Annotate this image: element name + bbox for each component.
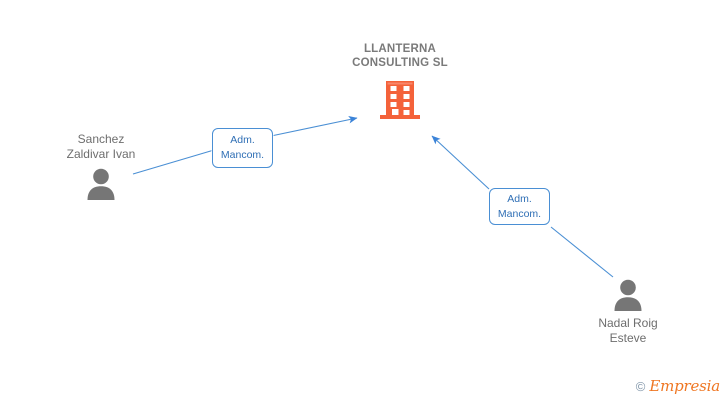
person-node-nadal-roig-esteve[interactable]: Nadal Roig Esteve — [553, 278, 703, 346]
person-node-sanchez-zaldivar-ivan[interactable]: Sanchez Zaldivar Ivan — [26, 132, 176, 200]
person-name: Sanchez Zaldivar Ivan — [66, 132, 136, 161]
brand-name: Empresia — [649, 377, 720, 395]
copyright-icon: © — [635, 378, 646, 394]
edge-sanchez-to-company — [132, 116, 358, 175]
person-name: Nadal Roig Esteve — [598, 316, 658, 345]
company-node[interactable]: LLANTERNA CONSULTING SL — [320, 42, 480, 121]
building-icon — [378, 79, 422, 121]
edge-nadal-to-company — [431, 135, 614, 278]
company-title: LLANTERNA CONSULTING SL — [352, 43, 448, 69]
relation-label-sanchez[interactable]: Adm. Mancom. — [212, 128, 273, 168]
watermark: © Empresia — [636, 377, 720, 395]
relation-label-nadal[interactable]: Adm. Mancom. — [489, 188, 550, 225]
person-icon — [611, 278, 645, 311]
person-icon — [84, 167, 118, 200]
